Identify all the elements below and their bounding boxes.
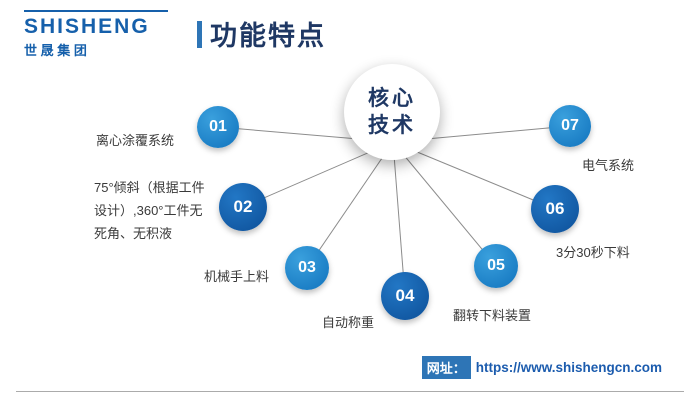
node-05: 05 (474, 244, 518, 288)
node-02-label: 75°倾斜（根据工件 设计）,360°工件无 死角、无积液 (94, 180, 205, 241)
node-05-label: 翻转下料装置 (453, 308, 532, 323)
node-01-label: 离心涂覆系统 (96, 133, 175, 148)
node-02: 02 (219, 183, 267, 231)
node-06-label: 3分30秒下料 (556, 245, 630, 260)
node-07-label: 电气系统 (582, 158, 635, 173)
node-04-label: 自动称重 (322, 315, 375, 330)
company-logo: SHISHENG 世 晟 集 团 (24, 10, 168, 59)
page-title: 功能特点 (210, 21, 326, 51)
node-03-label: 机械手上料 (204, 269, 270, 284)
node-04: 04 (381, 272, 429, 320)
node-07: 07 (549, 105, 591, 147)
node-03: 03 (285, 246, 329, 290)
title-accent-bar (197, 21, 202, 48)
footer-website: 网址： https://www.shishengcn.com (421, 356, 662, 379)
website-label-chip: 网址： (421, 356, 471, 379)
bottom-divider (16, 391, 684, 392)
website-url-link[interactable]: https://www.shishengcn.com (475, 360, 662, 375)
core-technology-hub: 核心 技术 (344, 64, 440, 160)
logo-top-rule (24, 10, 168, 12)
logo-text-en: SHISHENG (24, 15, 150, 38)
logo-text-cn: 世 晟 集 团 (24, 43, 87, 59)
node-01: 01 (197, 106, 239, 148)
node-06: 06 (531, 185, 579, 233)
